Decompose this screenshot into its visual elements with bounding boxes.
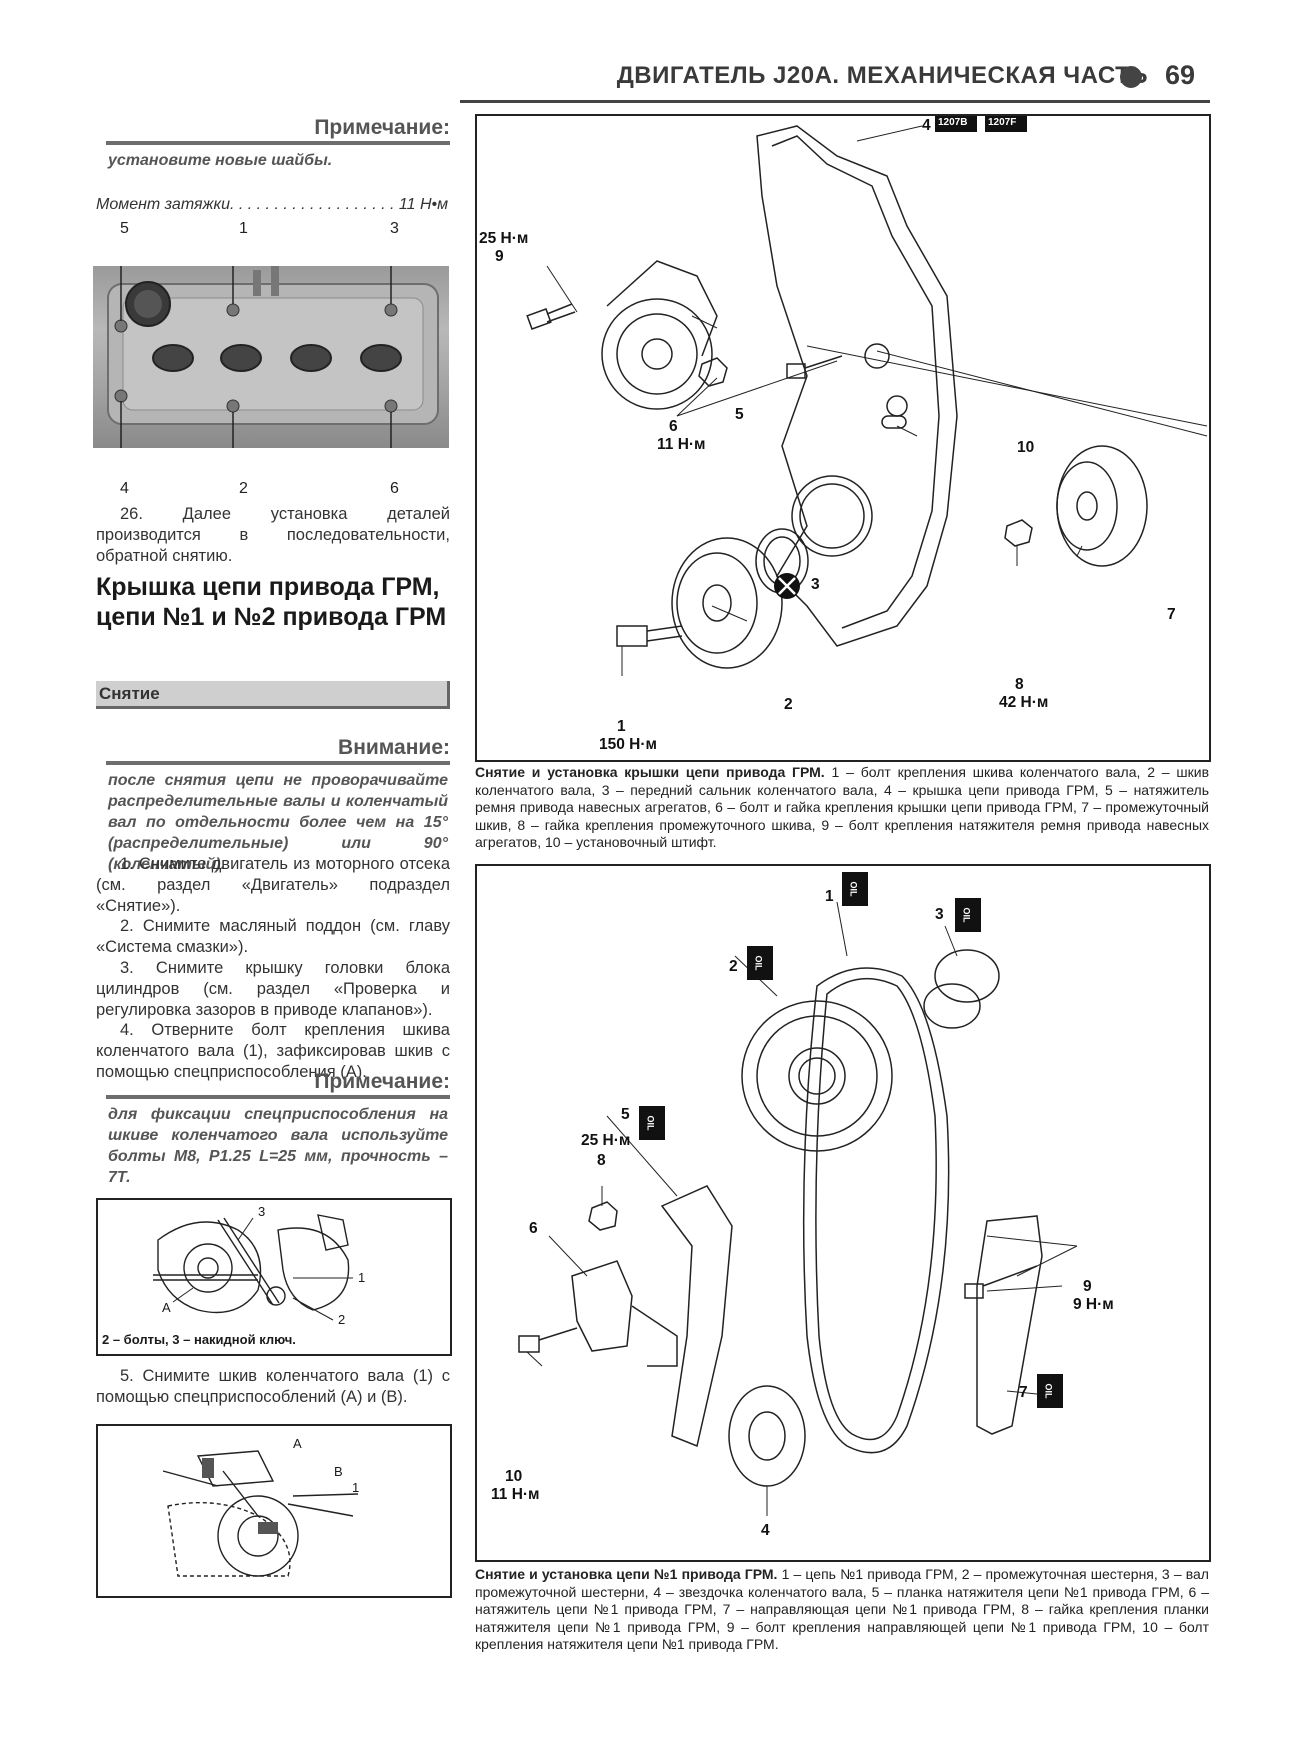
- callout-3: 3: [811, 576, 820, 593]
- callout-1-torque: 150 Н·м: [599, 736, 657, 753]
- note-text: установите новые шайбы.: [108, 152, 333, 169]
- caption-text: 1 – цепь №1 привода ГРМ, 2 – промежуточн…: [475, 1566, 1209, 1653]
- callout-8: 8: [597, 1152, 606, 1169]
- oil-marker: OIL: [1043, 1383, 1054, 1399]
- caption-title: Снятие и установка крышки цепи привода Г…: [475, 764, 825, 780]
- note-heading: Примечание:: [314, 1070, 450, 1093]
- crankshaft-lock-drawing: [153, 1214, 353, 1321]
- callout-2: 2: [729, 958, 738, 975]
- caption-title: Снятие и установка цепи №1 привода ГРМ.: [475, 1566, 778, 1582]
- figure-label: A: [162, 1300, 171, 1315]
- valve-cover-photo: [93, 256, 449, 456]
- oil-marker: OIL: [961, 907, 972, 923]
- sealant-code: 1207F: [988, 117, 1017, 128]
- callout-6-torque: 11 Н·м: [657, 436, 706, 453]
- note-text: для фиксации спецприспособления на шкиве…: [108, 1106, 448, 1186]
- figure-label: 1: [352, 1480, 360, 1495]
- figure-caption: Снятие и установка крышки цепи привода Г…: [475, 764, 1209, 852]
- figure-caption: Снятие и установка цепи №1 привода ГРМ. …: [475, 1566, 1209, 1654]
- warning-heading: Внимание:: [338, 736, 450, 759]
- header-bullet-icon: [1120, 66, 1142, 88]
- callout-4: 4: [761, 1522, 770, 1539]
- callout-9: 9: [495, 248, 504, 265]
- figure-label: A: [293, 1436, 302, 1451]
- oil-marker: OIL: [753, 955, 764, 971]
- valve-cover-illustration: [107, 256, 439, 456]
- torque-spec: Момент затяжки. . . . . . . . . . . . . …: [96, 196, 449, 213]
- figure-timing-cover: 4 1207B 1207F 25 Н·м 9 5 6 11 Н·м 10 7 3…: [475, 114, 1211, 762]
- callout-10-torque: 11 Н·м: [491, 1486, 540, 1503]
- running-header-title: ДВИГАТЕЛЬ J20A. МЕХАНИЧЕСКАЯ ЧАСТЬ: [616, 62, 1148, 89]
- callout-7: 7: [1167, 606, 1176, 623]
- step-paragraph: 4. Отверните болт крепления шкива коленч…: [96, 1021, 450, 1081]
- note-rule: [106, 141, 450, 145]
- callout-7: 7: [1019, 1384, 1028, 1401]
- figure-label: B: [334, 1464, 343, 1479]
- callout-5: 5: [735, 406, 744, 423]
- callout-10: 10: [505, 1468, 523, 1485]
- callout-9-torque: 9 Н·м: [1073, 1296, 1114, 1313]
- warning-text: после снятия цепи не проворачивайте расп…: [108, 772, 448, 873]
- callout-10: 10: [1017, 439, 1035, 456]
- step-paragraph: 3. Снимите крышку головки блока цилиндро…: [96, 958, 450, 1019]
- callout-5: 5: [621, 1106, 630, 1123]
- photo-label: 3: [390, 220, 399, 237]
- photo-label: 6: [390, 480, 399, 497]
- sealant-code: 1207B: [938, 117, 968, 128]
- callout-8: 8: [1015, 676, 1024, 693]
- page-number: 69: [1165, 60, 1196, 90]
- figure-pulley-removal: A B 1: [96, 1424, 452, 1598]
- photo-label: 2: [239, 480, 248, 497]
- photo-label: 5: [120, 220, 129, 237]
- photo-label: 4: [120, 480, 129, 497]
- callout-2: 2: [784, 696, 793, 713]
- caption-text: 1 – болт крепления шкива коленчатого вал…: [475, 764, 1210, 851]
- figure-label: 2: [338, 1312, 346, 1327]
- figure-caption: 2 – болты, 3 – накидной ключ.: [102, 1332, 296, 1347]
- callout-6: 6: [669, 418, 678, 435]
- step-paragraph: 2. Снимите масляный поддон (см. главу «С…: [96, 917, 450, 957]
- figure-label: 1: [358, 1270, 366, 1285]
- oil-marker: OIL: [645, 1115, 656, 1131]
- steps-list: 1. Снимите двигатель из моторного отсека…: [96, 854, 450, 1083]
- pulley-removal-drawing: [162, 1450, 359, 1577]
- callout-8-torque: 42 Н·м: [999, 694, 1049, 711]
- paragraph-step-26: 26. Далее установка деталей производится…: [96, 505, 450, 565]
- callout-9-torque: 25 Н·м: [479, 230, 529, 247]
- header-rule: [460, 100, 1210, 103]
- warning-rule: [106, 761, 450, 765]
- figure-label: 3: [258, 1204, 266, 1219]
- callout-8-torque: 25 Н·м: [581, 1132, 631, 1149]
- step-paragraph: 1. Снимите двигатель из моторного отсека…: [96, 855, 450, 915]
- callout-1: 1: [617, 718, 626, 735]
- note-rule: [106, 1095, 450, 1099]
- callout-3: 3: [935, 906, 944, 923]
- callout-4: 4: [922, 117, 931, 134]
- paragraph-step-5: 5. Снимите шкив коленчатого вала (1) с п…: [96, 1367, 450, 1406]
- oil-marker: OIL: [848, 881, 859, 897]
- figure-timing-chain: OIL OIL OIL OIL OIL 1 3 2 5 25 Н·м 8 6 9…: [475, 864, 1211, 1562]
- timing-chain-drawing: [518, 872, 1078, 1516]
- callout-9: 9: [1083, 1278, 1092, 1295]
- timing-cover-drawing: [526, 116, 1208, 676]
- photo-label: 1: [239, 220, 248, 237]
- figure-crankshaft-lock: 3 1 2 A 2 – болты, 3 – накидной ключ.: [96, 1198, 452, 1356]
- section-title: Крышка цепи привода ГРМ, цепи №1 и №2 пр…: [96, 573, 447, 631]
- subsection-heading: Снятие: [96, 681, 450, 709]
- callout-1: 1: [825, 888, 834, 905]
- note-heading: Примечание:: [314, 116, 450, 139]
- callout-6: 6: [529, 1220, 538, 1237]
